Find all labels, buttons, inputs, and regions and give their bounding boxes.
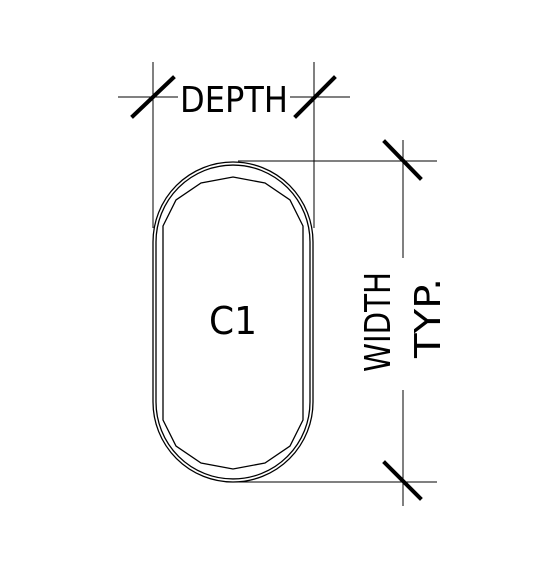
typ-label: TYP. [408, 278, 449, 359]
depth-tick-left [130, 75, 176, 119]
column-mark-label: C1 [209, 299, 257, 343]
column-outline-outer-2 [155, 164, 311, 480]
column-outline-outer [152, 161, 314, 483]
column-outline-inner [162, 176, 304, 470]
width-tick-top [382, 139, 423, 181]
width-label: WIDTH [358, 272, 399, 372]
depth-label: DEPTH [180, 80, 288, 121]
width-tick-bottom [382, 460, 423, 501]
depth-tick-right [293, 75, 337, 119]
